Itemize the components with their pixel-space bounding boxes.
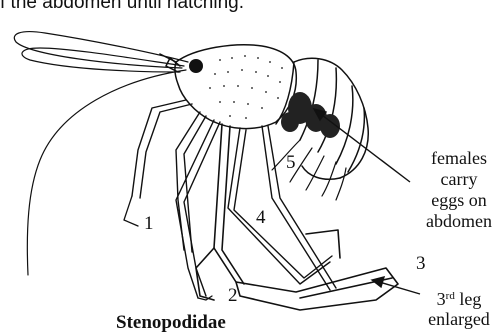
enlarged-leg-ordinal-suffix: rd — [446, 290, 455, 302]
leg-label-5: 5 — [286, 153, 296, 173]
family-title: Stenopodidae — [116, 313, 226, 333]
eye — [189, 59, 203, 73]
enlarged-third-leg — [196, 124, 398, 310]
leg-label-4: 4 — [256, 208, 266, 228]
swimmerets — [272, 140, 346, 200]
eggs-annotation-line-2: carry — [418, 169, 500, 190]
egg-mass — [281, 92, 340, 138]
carapace-texture — [209, 55, 283, 119]
enlarged-leg-ordinal: 3 — [437, 289, 446, 309]
enlarged-leg-annotation: 3rd leg enlarged — [418, 286, 500, 329]
carapace — [160, 45, 296, 129]
egg-arrow — [314, 109, 410, 182]
eggs-annotation-line-3: eggs on — [418, 190, 500, 211]
leg-label-3: 3 — [416, 254, 426, 274]
eggs-annotation: females carry eggs on abdomen — [418, 148, 500, 232]
eggs-annotation-line-4: abdomen — [418, 211, 500, 232]
antennae — [14, 32, 188, 275]
leg-label-2: 2 — [228, 286, 238, 306]
enlarged-leg-annotation-line-1: 3rd leg — [418, 286, 500, 309]
enlarged-leg-word: leg — [455, 289, 482, 309]
eggs-annotation-line-1: females — [418, 148, 500, 169]
leg-label-1: 1 — [144, 214, 154, 234]
enlarged-leg-annotation-line-2: enlarged — [418, 309, 500, 329]
